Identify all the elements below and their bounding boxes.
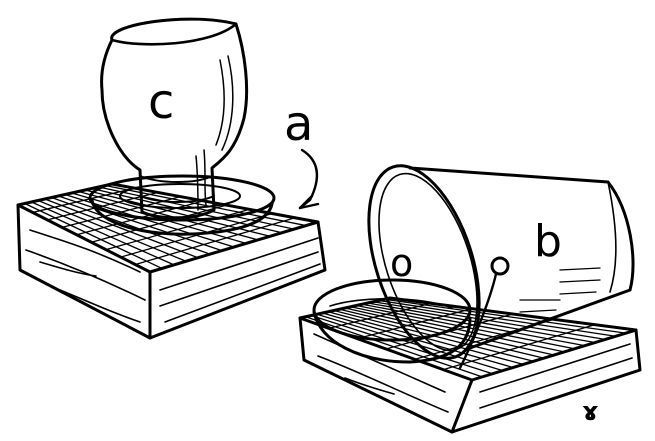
- water-arrow: [300, 150, 318, 208]
- bucket-label: b: [534, 216, 562, 267]
- water-arrow-label: a: [284, 96, 313, 152]
- artist-signature: ɤ: [582, 397, 599, 427]
- bucket-mouth-label: o: [390, 241, 413, 285]
- hatch-line: [135, 218, 295, 265]
- jar-label: c: [148, 74, 174, 130]
